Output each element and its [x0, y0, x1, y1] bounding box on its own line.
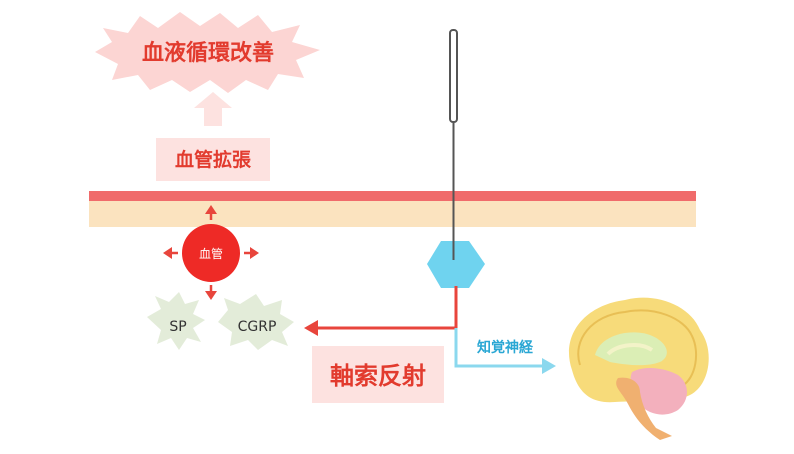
- cgrp-label: CGRP: [238, 319, 277, 335]
- sp-burst: [147, 292, 205, 350]
- dilation-arrow-right: [244, 247, 259, 259]
- axon-reflex-arrowhead: [304, 320, 318, 336]
- result-burst-shape: [95, 12, 320, 93]
- dilation-arrow-up: [205, 205, 217, 220]
- dilation-arrow-left: [163, 247, 178, 259]
- nerve-ending: [427, 241, 485, 288]
- axon-reflex-path: [315, 286, 458, 330]
- up-arrow: [194, 92, 232, 126]
- result-label: 血液循環改善: [142, 40, 274, 66]
- sensory-nerve-path: [454, 328, 542, 368]
- cgrp-burst: [218, 294, 294, 350]
- axon-reflex-label: 軸索反射: [330, 362, 426, 390]
- sensory-nerve-label: 知覚神経: [477, 339, 534, 356]
- blood-vessel-label: 血管: [199, 246, 223, 261]
- blood-vessel: [182, 224, 240, 282]
- vasodilation-box: [156, 138, 270, 181]
- skin-surface: [89, 191, 696, 201]
- sp-label: SP: [169, 319, 186, 335]
- dilation-arrow-down: [205, 285, 217, 300]
- needle-handle: [449, 29, 458, 123]
- vasodilation-label: 血管拡張: [175, 148, 252, 171]
- brain-icon: [568, 297, 709, 440]
- axon-reflex-box: [312, 346, 444, 403]
- skin-layer: [89, 200, 696, 227]
- sensory-nerve-arrowhead: [542, 358, 556, 374]
